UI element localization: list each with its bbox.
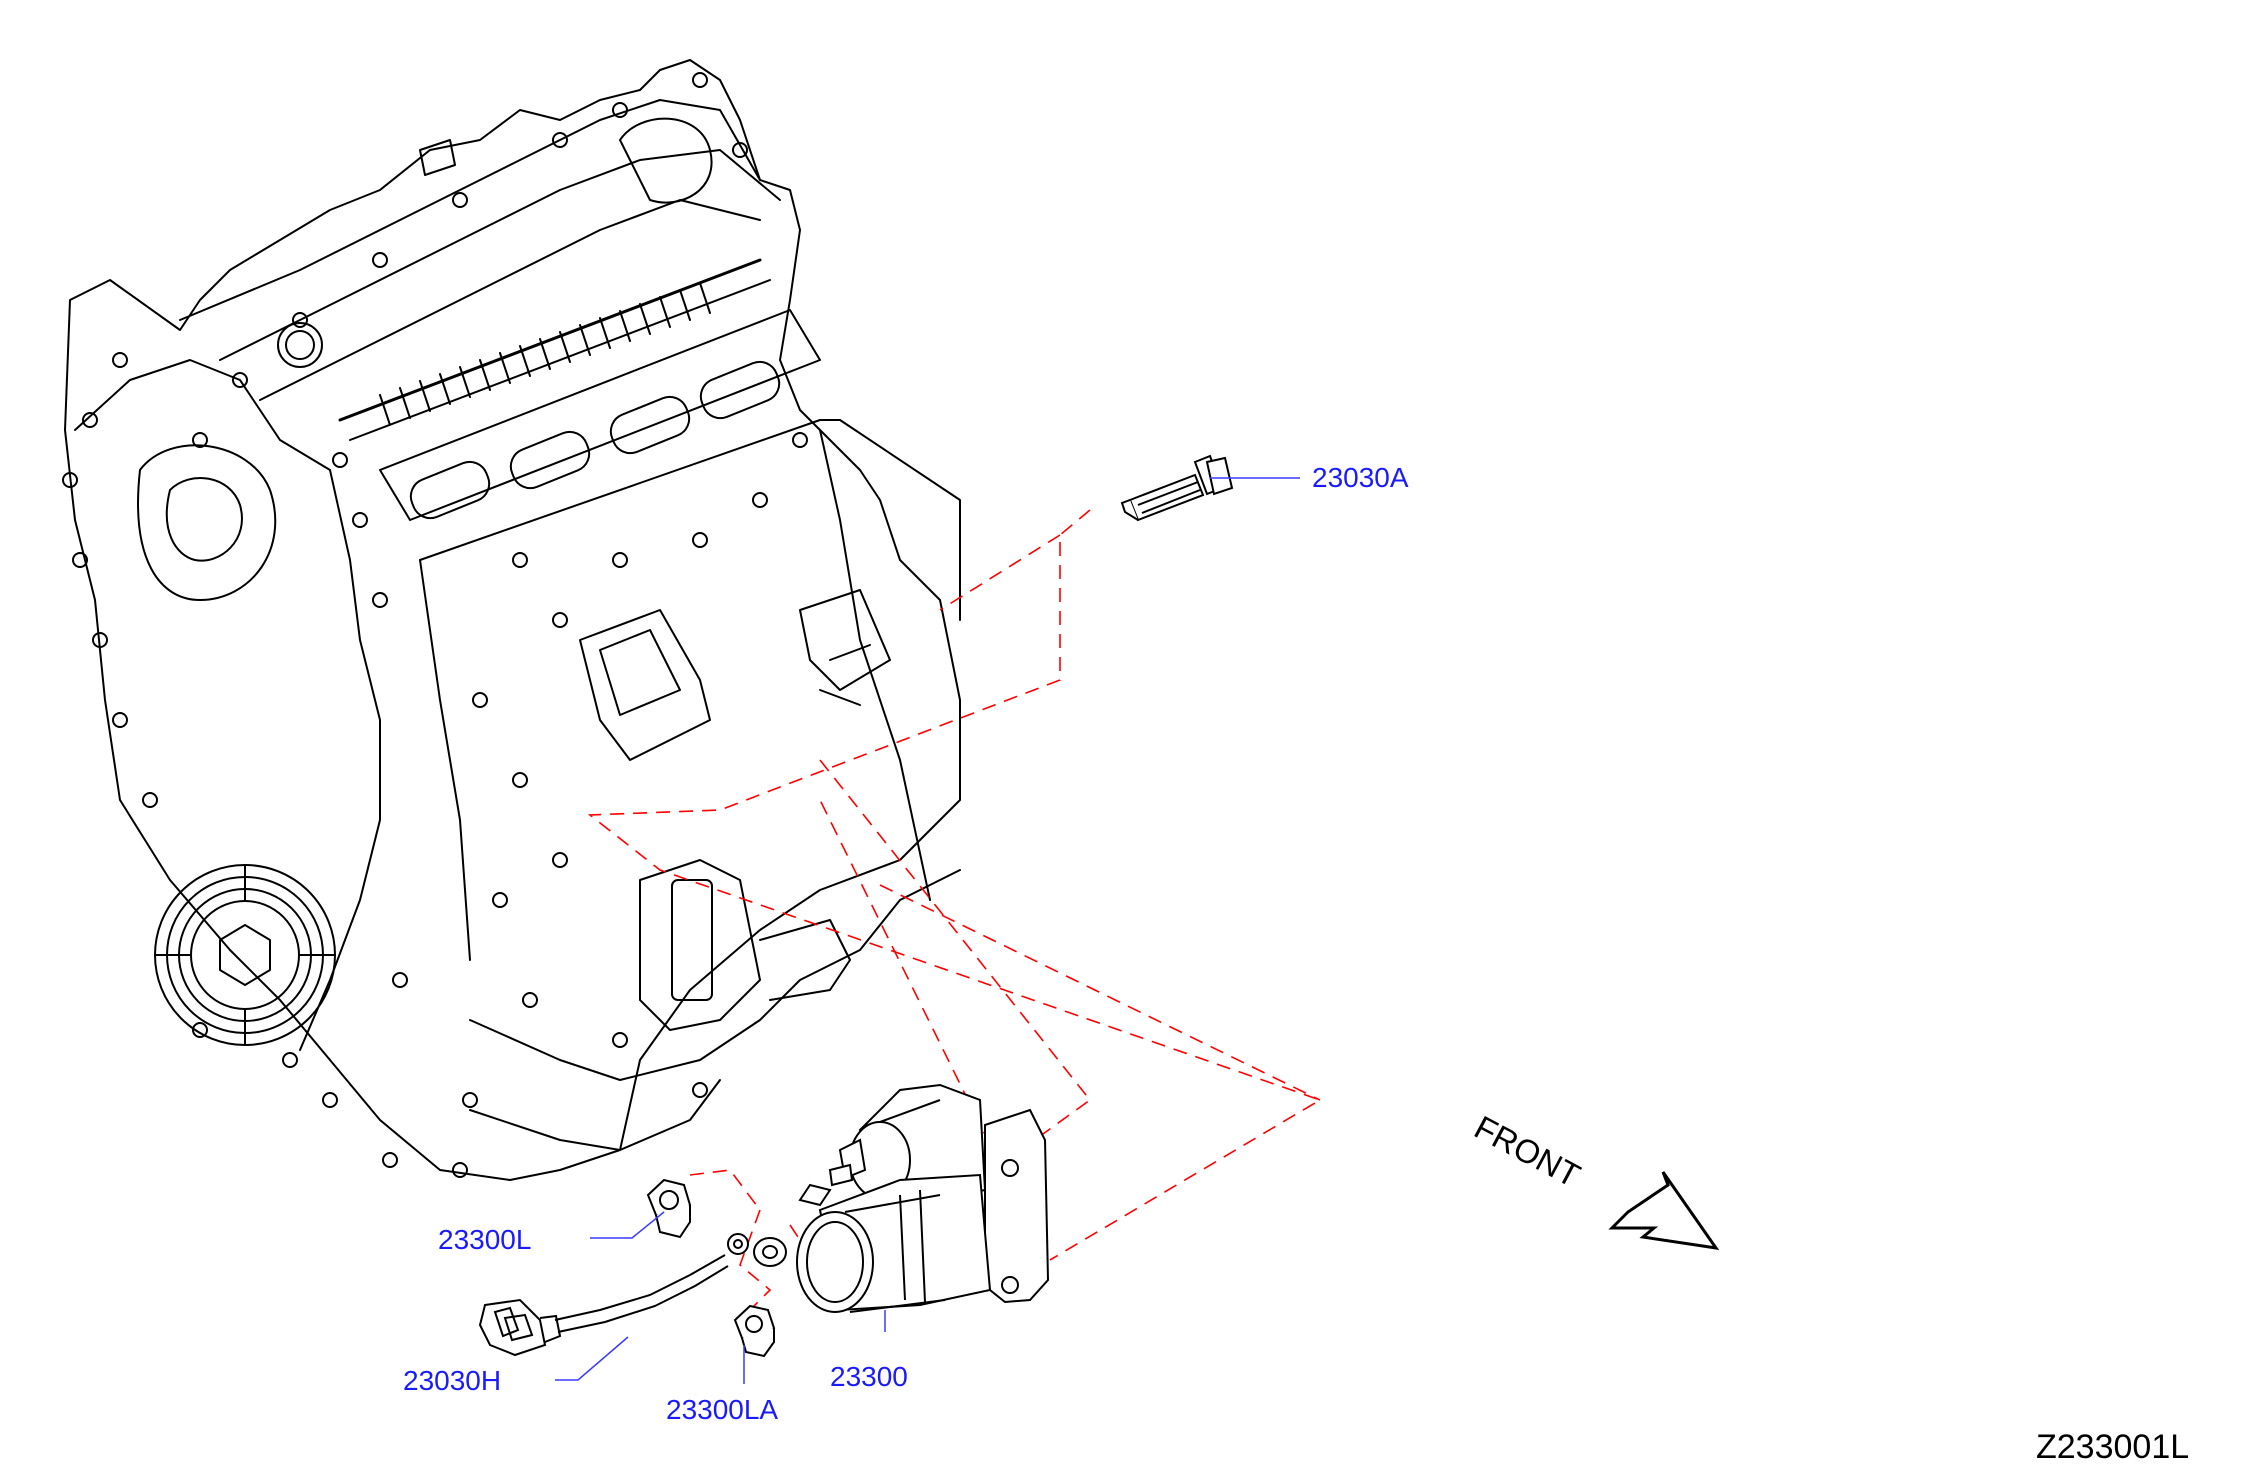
nut-drawing	[646, 1178, 692, 1239]
part-label-23030a[interactable]: 23030A	[1312, 462, 1409, 493]
front-arrow-icon	[1608, 1171, 1720, 1251]
leader-lines	[555, 477, 1300, 1384]
harness-drawing	[478, 1233, 749, 1357]
diagram-id-code: Z233001L	[2036, 1428, 2190, 1466]
starter-motor-drawing	[796, 1083, 1050, 1313]
part-label-23300la[interactable]: 23300LA	[666, 1394, 779, 1425]
part-label-23030h[interactable]: 23030H	[403, 1365, 502, 1396]
nut-drawing-lower	[733, 1304, 776, 1358]
washer-drawing	[753, 1237, 787, 1267]
part-label-23300[interactable]: 23300	[830, 1361, 908, 1392]
part-label-23300l[interactable]: 23300L	[438, 1224, 532, 1255]
engine-block-drawing	[62, 59, 961, 1181]
bolt-drawing	[1120, 454, 1234, 522]
